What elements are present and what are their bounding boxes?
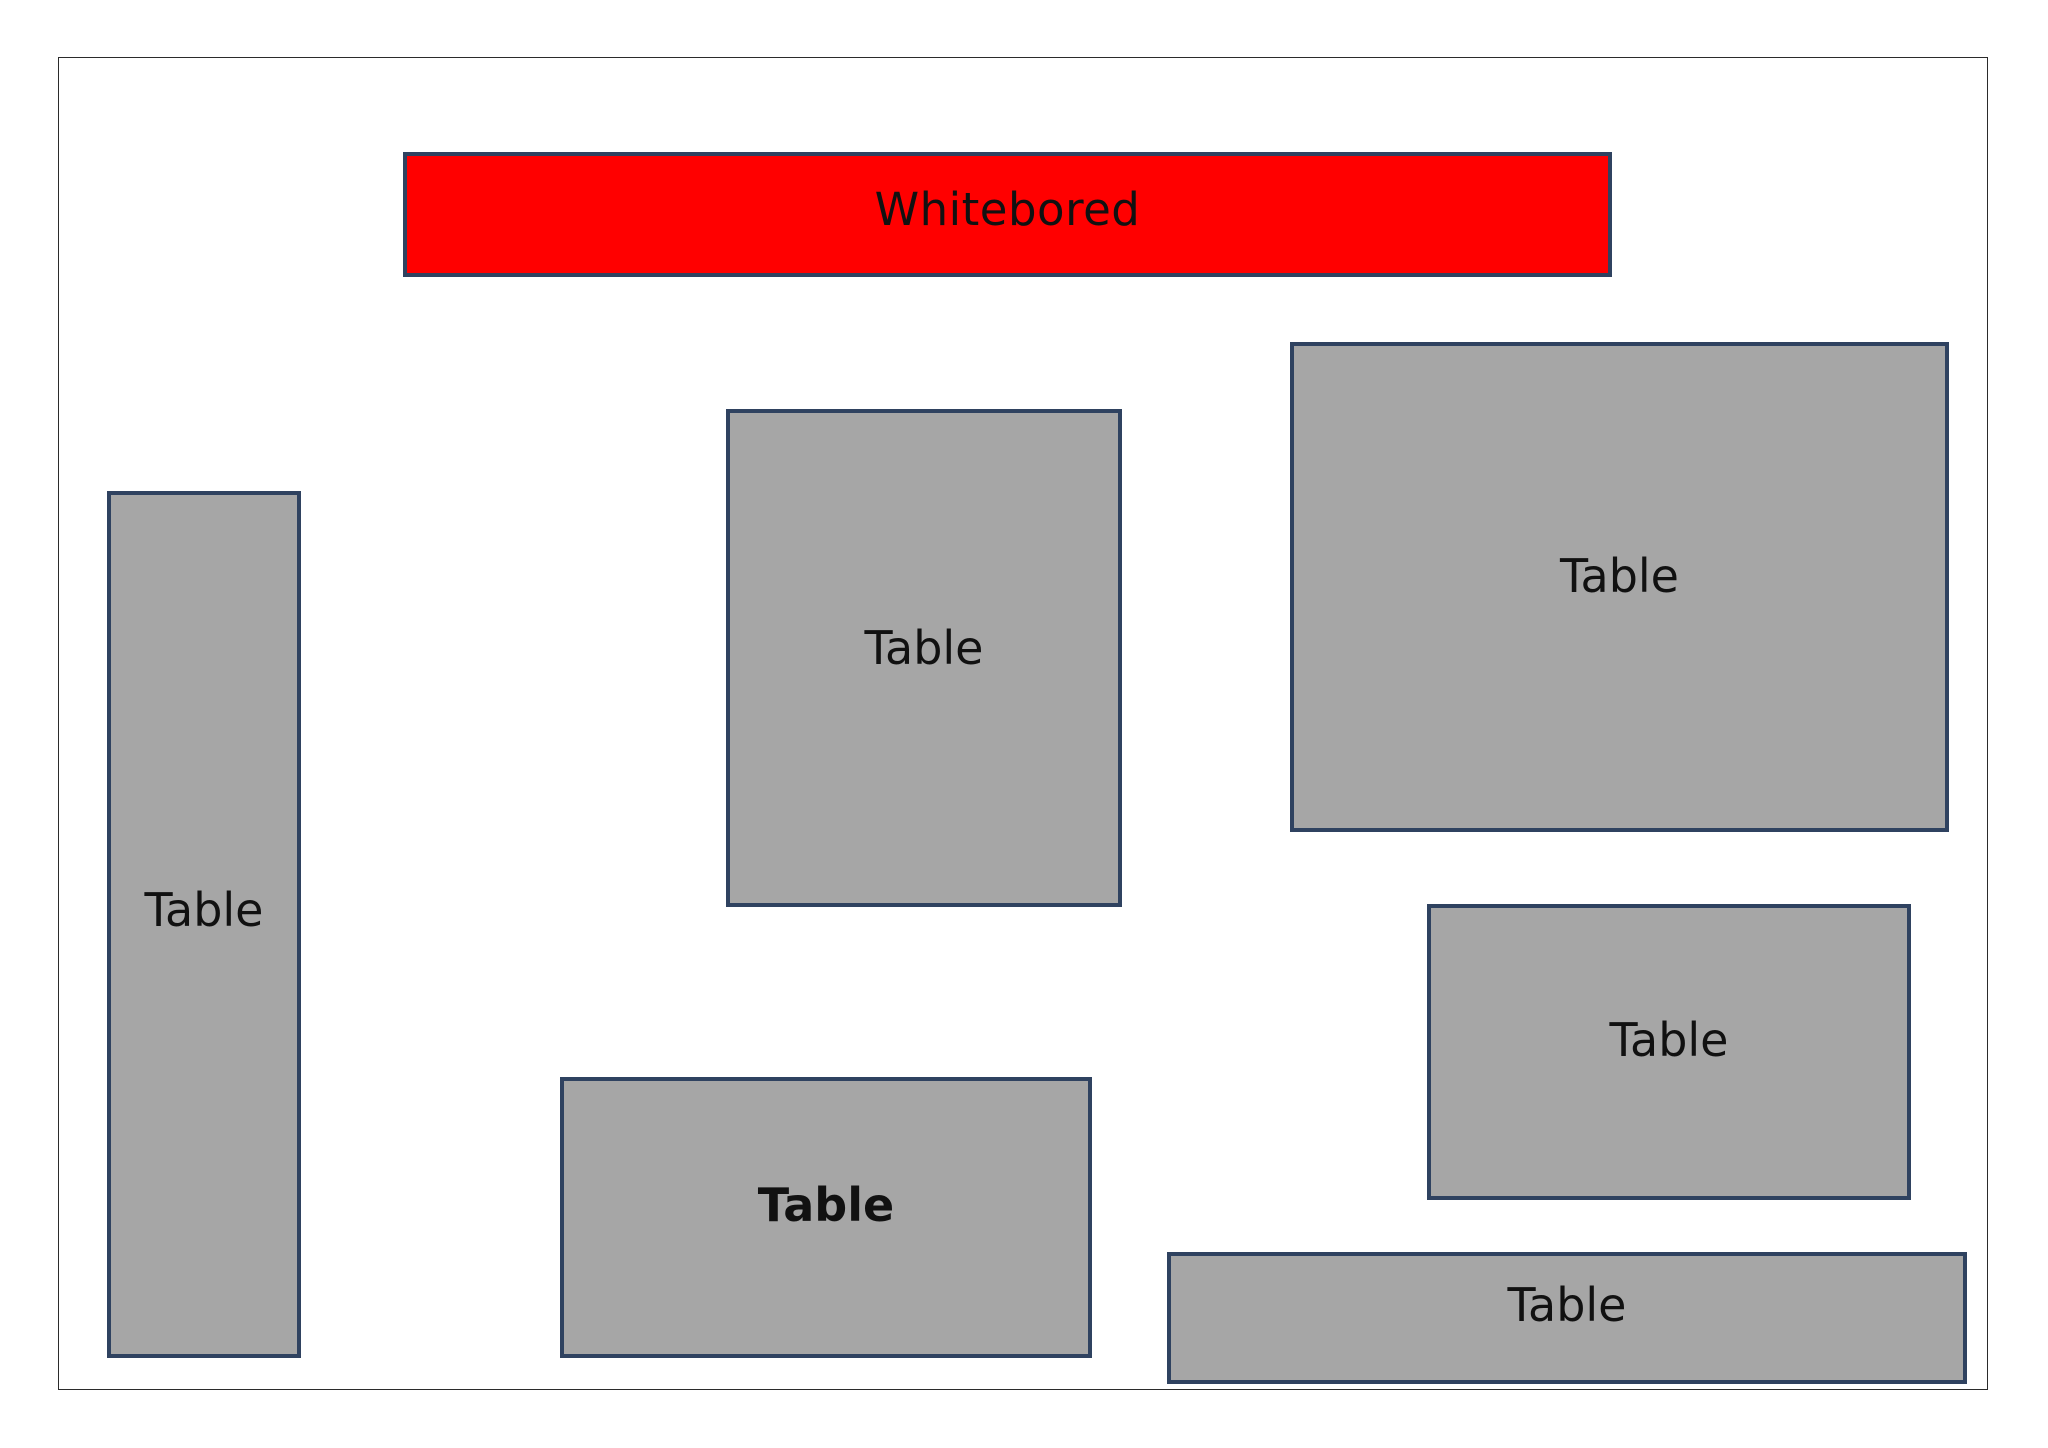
table-mid-right: Table [1427,904,1911,1200]
room-outline [58,57,1988,1390]
table-bottom-center: Table [560,1077,1092,1358]
whiteboard-label: Whitebored [874,183,1141,236]
table-bottom-right: Table [1167,1252,1967,1384]
table-label: Table [757,1178,895,1232]
table-label: Table [1560,549,1679,603]
table-label: Table [144,883,264,937]
table-label: Table [1609,1013,1729,1067]
table-left: Table [107,491,301,1358]
whiteboard: Whitebored [403,152,1612,277]
table-label: Table [1507,1278,1627,1332]
table-top-right: Table [1290,342,1949,832]
table-label: Table [864,621,984,675]
table-center: Table [726,409,1122,907]
